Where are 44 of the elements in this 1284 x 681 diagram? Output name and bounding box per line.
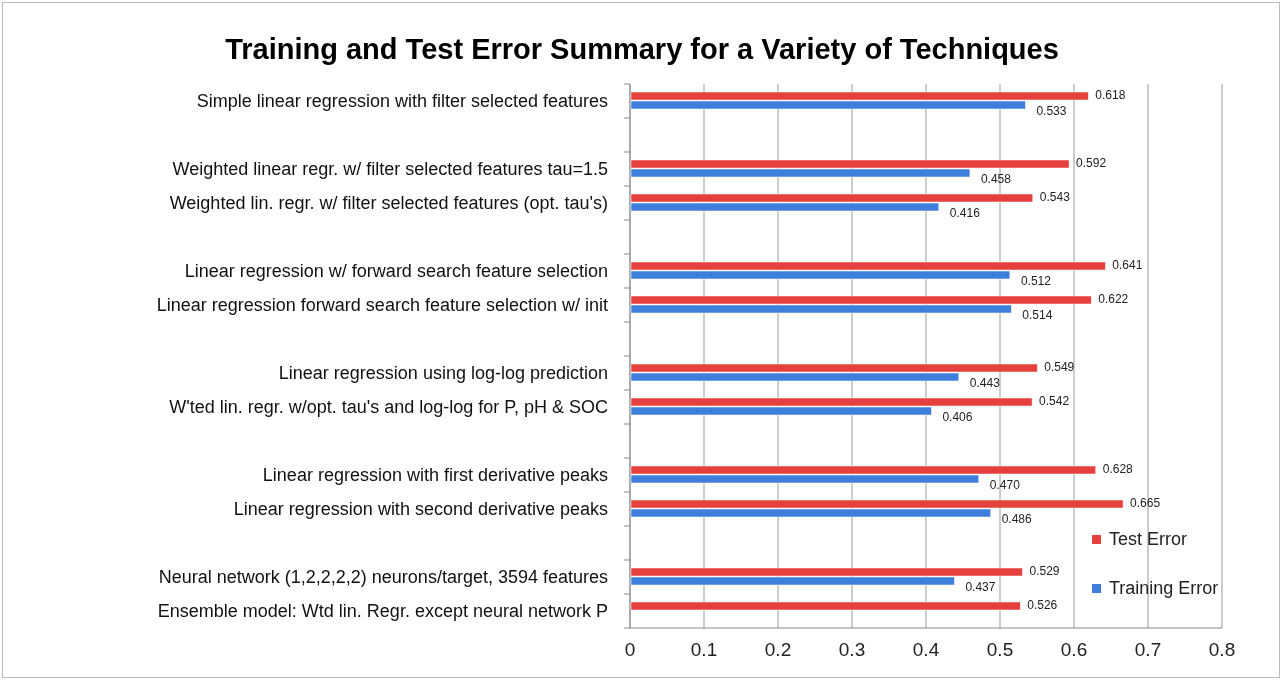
value-label: 0.514 xyxy=(1022,308,1053,322)
value-label: 0.458 xyxy=(980,172,1011,186)
category-label: W'ted lin. regr. w/opt. tau's and log-log for P, pH & SOC xyxy=(169,397,608,417)
category-label: Simple linear regression with filter selected features xyxy=(196,91,608,111)
value-label: 0.543 xyxy=(1039,190,1070,204)
x-tick-label: 0.5 xyxy=(986,639,1014,660)
x-tick-label: 0.6 xyxy=(1060,639,1088,660)
x-tick-label: 0 xyxy=(624,639,636,660)
value-label: 0.549 xyxy=(1044,360,1075,374)
value-label: 0.529 xyxy=(1029,564,1060,578)
value-label: 0.592 xyxy=(1076,156,1107,170)
value-label: 0.437 xyxy=(965,580,996,594)
x-tick-label: 0.7 xyxy=(1134,639,1162,660)
value-label: 0.486 xyxy=(1001,512,1032,526)
value-label: 0.628 xyxy=(1102,462,1133,476)
value-label: 0.406 xyxy=(942,410,973,424)
value-label: 0.618 xyxy=(1095,88,1126,102)
x-tick-label: 0.3 xyxy=(838,639,866,660)
value-label: 0.542 xyxy=(1039,394,1070,408)
value-label: 0.526 xyxy=(1027,598,1058,612)
value-label: 0.416 xyxy=(949,206,980,220)
category-label: Ensemble model: Wtd lin. Regr. except neural network P xyxy=(157,601,608,621)
category-label: Linear regression w/ forward search feature selection xyxy=(184,261,608,281)
category-label: Linear regression with second derivative peaks xyxy=(233,499,608,519)
value-label: 0.641 xyxy=(1112,258,1143,272)
value-label: 0.533 xyxy=(1036,104,1067,118)
value-label: 0.512 xyxy=(1020,274,1051,288)
chart-title: Training and Test Error Summary for a Variety of Techniques xyxy=(225,32,1059,67)
x-tick-label: 0.4 xyxy=(912,639,940,660)
category-label: Linear regression with first derivative peaks xyxy=(262,465,608,485)
category-label: Neural network (1,2,2,2,2) neurons/target, 3594 features xyxy=(158,567,608,587)
value-label: 0.470 xyxy=(989,478,1020,492)
category-label: Weighted lin. regr. w/ filter selected features (opt. tau's) xyxy=(169,193,608,213)
x-tick-label: 0.2 xyxy=(764,639,792,660)
x-tick-label: 0.1 xyxy=(690,639,718,660)
value-label: 0.443 xyxy=(969,376,1000,390)
x-tick-label: 0.8 xyxy=(1208,639,1236,660)
category-label: Linear regression forward search feature selection w/ init xyxy=(156,295,608,315)
legend-label: Test Error xyxy=(1109,528,1187,551)
category-label: Linear regression using log-log prediction xyxy=(278,363,608,383)
value-label: 0.665 xyxy=(1130,496,1161,510)
legend-label: Training Error xyxy=(1109,577,1219,600)
value-label: 0.622 xyxy=(1098,292,1129,306)
category-label: Weighted linear regr. w/ filter selected features tau=1.5 xyxy=(172,159,608,179)
